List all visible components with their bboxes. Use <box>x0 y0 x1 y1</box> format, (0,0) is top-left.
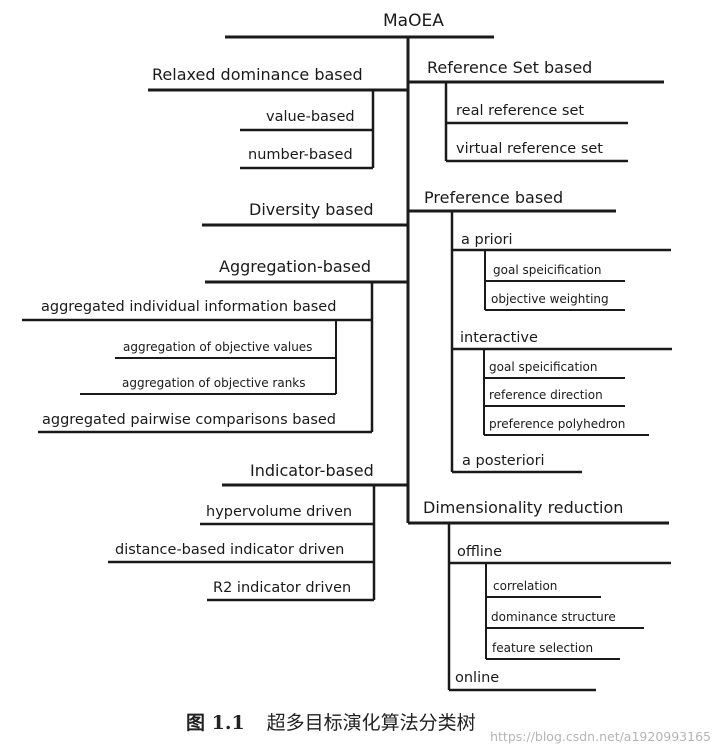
interactive-label: interactive <box>460 330 538 346</box>
a-priori-label: a priori <box>461 232 513 248</box>
preference-label: Preference based <box>424 188 564 207</box>
preference-polyhedron-label: preference polyhedron <box>489 417 626 431</box>
feature-selection-label: feature selection <box>492 641 594 655</box>
reference-direction-label: reference direction <box>489 388 603 402</box>
real-reference-label: real reference set <box>456 103 585 119</box>
apriori-goal-label: goal speicification <box>493 263 602 277</box>
relaxed-dominance-label: Relaxed dominance based <box>152 65 363 84</box>
r2-indicator-label: R2 indicator driven <box>213 580 352 596</box>
individual-label: aggregated individual information based <box>41 299 337 315</box>
distance-indicator-label: distance-based indicator driven <box>115 542 345 558</box>
number-based-label: number-based <box>248 147 353 163</box>
correlation-label: correlation <box>493 579 558 593</box>
hypervolume-label: hypervolume driven <box>206 504 353 520</box>
watermark-url: https://blog.csdn.net/a1920993165 <box>490 729 711 744</box>
indicator-label: Indicator-based <box>250 461 374 480</box>
interactive-goal-label: goal speicification <box>489 360 598 374</box>
online-label: online <box>455 670 500 686</box>
figure-caption: 图 1.1 超多目标演化算法分类树 <box>186 708 476 735</box>
root-label: MaOEA <box>383 11 444 31</box>
objective-ranks-label: aggregation of objective ranks <box>122 376 306 390</box>
figure-number: 图 1.1 <box>186 712 245 734</box>
figure-title: 超多目标演化算法分类树 <box>266 712 476 734</box>
diversity-label: Diversity based <box>249 200 374 219</box>
value-based-label: value-based <box>266 109 355 125</box>
aggregation-label: Aggregation-based <box>219 257 372 276</box>
virtual-reference-label: virtual reference set <box>456 141 603 157</box>
offline-label: offline <box>457 544 503 560</box>
objective-weighting-label: objective weighting <box>491 292 609 306</box>
dimensionality-label: Dimensionality reduction <box>423 498 624 517</box>
objective-values-label: aggregation of objective values <box>123 340 313 354</box>
reference-set-label: Reference Set based <box>427 58 593 77</box>
a-posteriori-label: a posteriori <box>462 453 545 469</box>
dominance-structure-label: dominance structure <box>491 610 616 624</box>
pairwise-label: aggregated pairwise comparisons based <box>42 412 337 428</box>
